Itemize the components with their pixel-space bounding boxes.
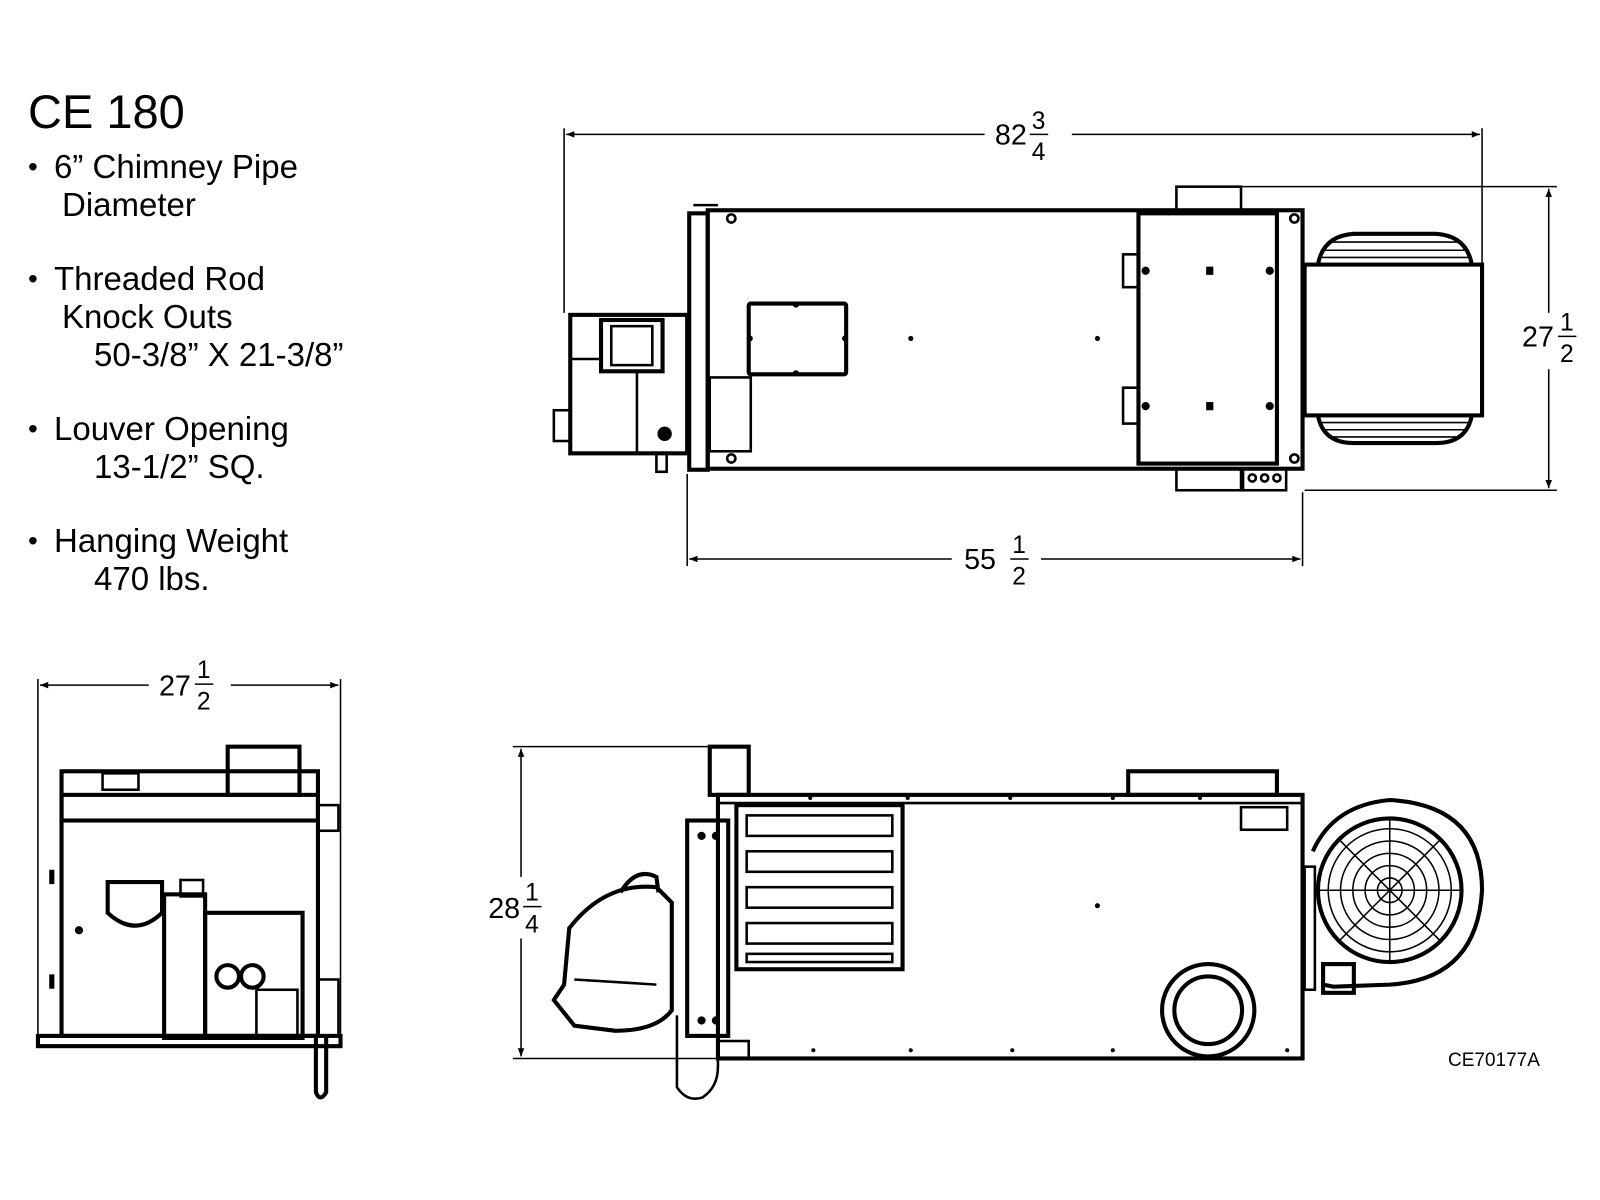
side-flue — [707, 744, 751, 797]
spec-line: 13-1/2” SQ. — [94, 448, 265, 485]
dimension-denominator: 2 — [1560, 341, 1574, 368]
dimension-numerator: 1 — [197, 657, 211, 684]
dimension-whole: 55 — [964, 544, 996, 576]
dimension-end-width: 27 1 2 — [37, 657, 342, 1047]
side-cabinet — [715, 792, 1305, 1061]
blower-fan — [1303, 797, 1485, 995]
dimension-whole: 27 — [159, 670, 191, 702]
spec-knockouts: Threaded Rod Knock Outs 50-3/8” X 21-3/8… — [28, 260, 343, 374]
spec-weight: Hanging Weight 470 lbs. — [28, 522, 343, 598]
dimension-denominator: 2 — [197, 689, 211, 716]
spec-line: 6” Chimney Pipe — [54, 148, 298, 185]
dimension-numerator: 3 — [1032, 108, 1046, 135]
side-view: 28 1 4 — [488, 744, 1485, 1100]
end-flue — [225, 744, 302, 797]
spec-panel: CE 180 6” Chimney Pipe Diameter Threaded… — [28, 84, 343, 634]
end-view: 27 1 2 — [35, 657, 343, 1100]
cabinet-body — [705, 208, 1305, 471]
spec-line: Threaded Rod — [54, 260, 265, 297]
dimension-denominator: 4 — [525, 911, 539, 938]
dimension-numerator: 1 — [1560, 309, 1574, 336]
dimension-denominator: 4 — [1032, 139, 1046, 166]
burner-end-housing — [105, 879, 165, 928]
dimension-top-height: 27 1 2 — [1241, 185, 1577, 492]
spec-line: 470 lbs. — [94, 560, 210, 597]
access-panel — [746, 301, 849, 377]
dimension-whole: 27 — [1522, 322, 1554, 354]
dimension-numerator: 1 — [1012, 532, 1026, 559]
spec-line: Hanging Weight — [54, 522, 289, 559]
blower-fins-top — [1315, 231, 1474, 266]
spec-line: Diameter — [62, 186, 196, 223]
louver-slats — [745, 814, 894, 964]
dimension-numerator: 1 — [525, 880, 539, 907]
flue-collar — [1175, 185, 1243, 212]
top-view: 82 3 4 27 1 2 55 1 2 — [552, 108, 1577, 591]
louver-opening — [734, 803, 905, 972]
burner-mount-plate — [685, 818, 731, 1038]
dimension-whole: 82 — [995, 120, 1027, 152]
burner-side — [551, 884, 674, 1033]
dimension-body-length: 55 1 2 — [686, 473, 1304, 591]
return-air-opening — [1160, 962, 1257, 1059]
dimension-overall-length: 82 3 4 — [563, 108, 1483, 313]
dimension-side-height: 28 1 4 — [488, 745, 718, 1060]
spec-chimney: 6” Chimney Pipe Diameter — [28, 148, 343, 224]
model-title: CE 180 — [28, 85, 185, 138]
dimension-whole: 28 — [488, 893, 520, 925]
spec-line: Louver Opening — [54, 410, 289, 447]
dimension-denominator: 2 — [1012, 564, 1026, 591]
blower-housing — [1302, 262, 1485, 418]
burner-top — [552, 312, 690, 474]
end-cabinet — [59, 769, 320, 1038]
spec-line: 50-3/8” X 21-3/8” — [94, 336, 344, 373]
spec-line: Knock Outs — [62, 298, 233, 335]
control-box — [1136, 211, 1279, 466]
spec-louver: Louver Opening 13-1/2” SQ. — [28, 410, 343, 486]
drawing-code: CE70177A — [1448, 1050, 1540, 1071]
